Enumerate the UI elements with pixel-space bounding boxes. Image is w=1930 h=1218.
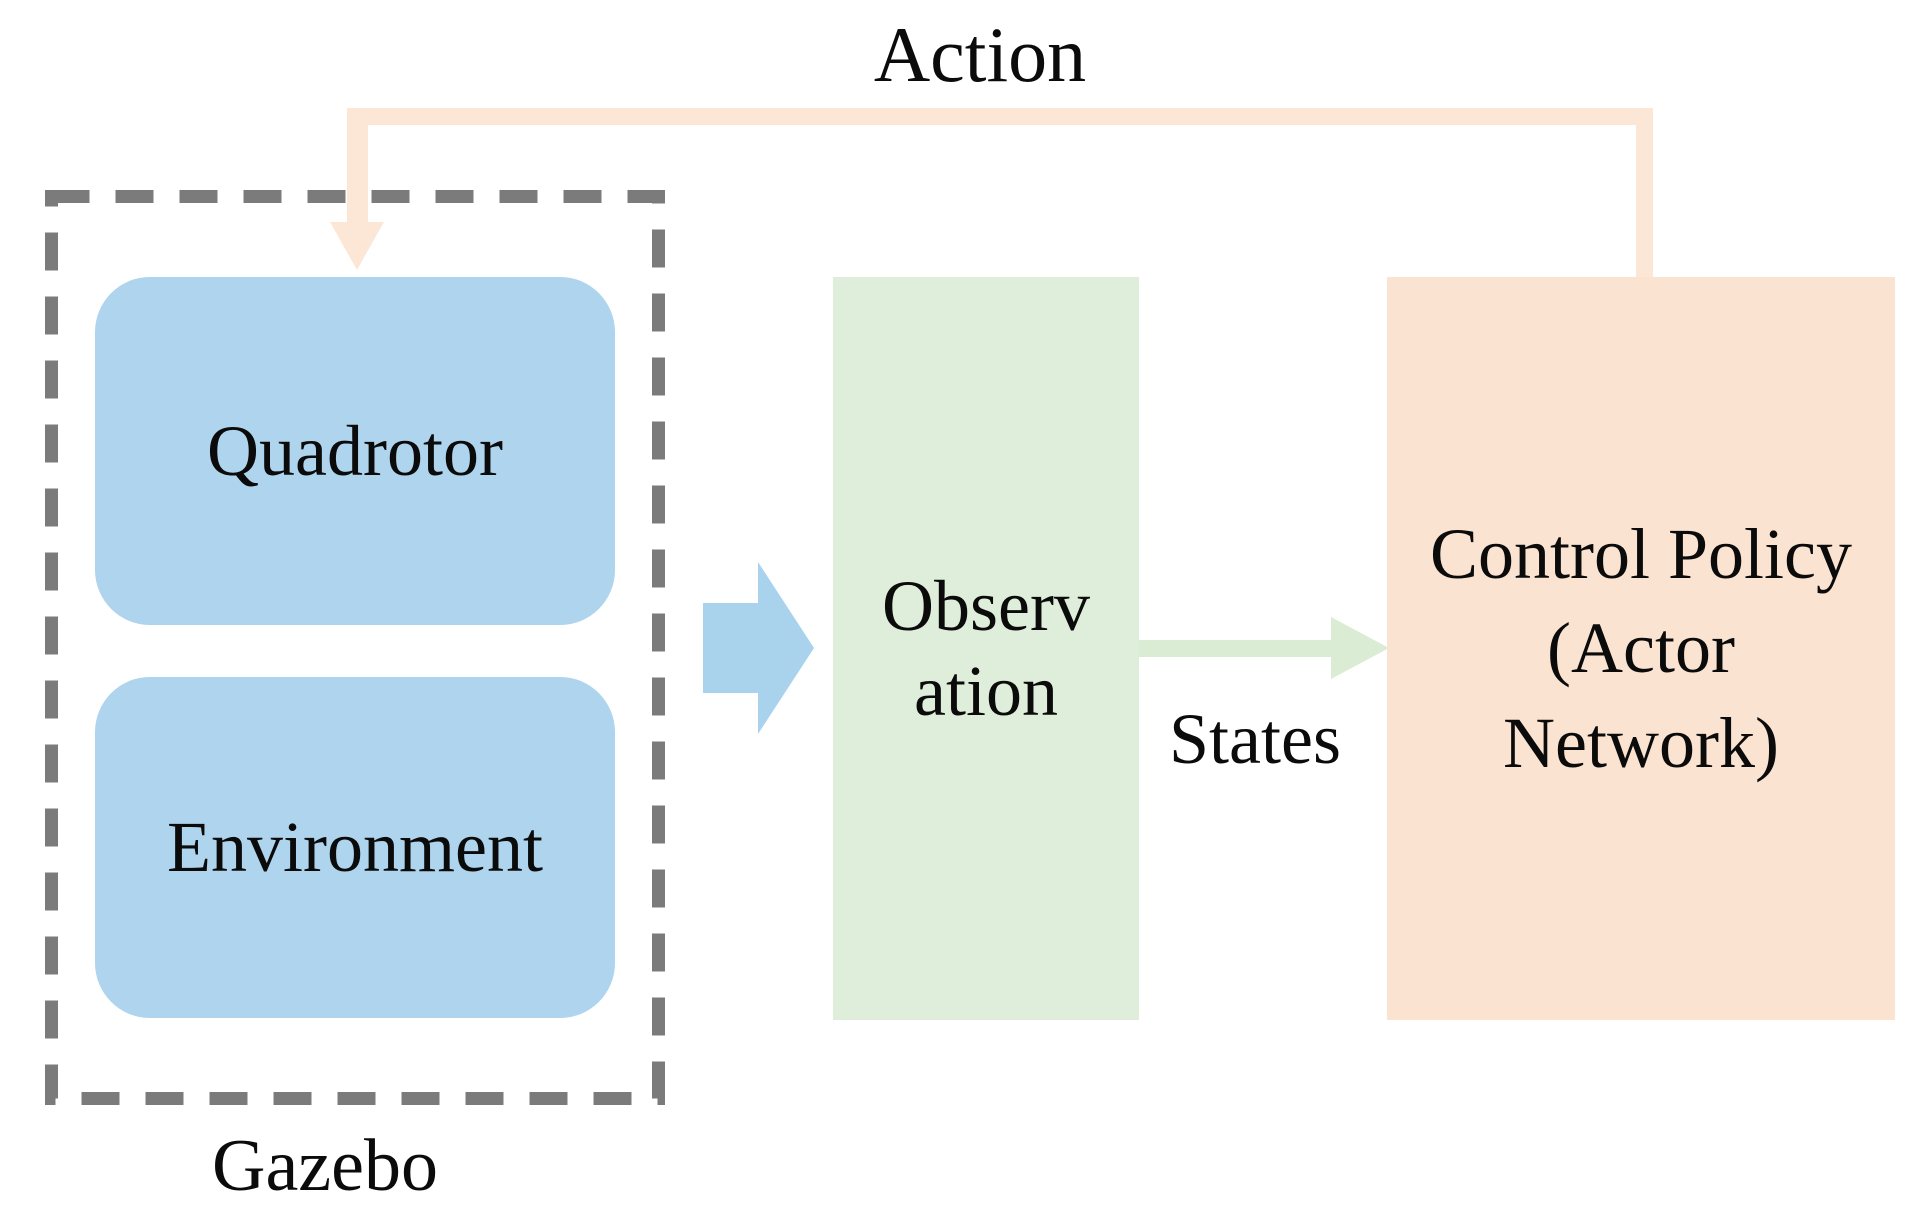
control-policy-node-label: Control Policy (Actor Network) (1430, 507, 1852, 790)
control-policy-label-line2: (Actor (1547, 608, 1735, 689)
action-feedback-line-horizontal (347, 108, 1653, 125)
states-edge-label: States (1169, 699, 1341, 779)
observation-node: Observ ation (833, 277, 1139, 1020)
action-feedback-line-left-vertical (347, 108, 368, 222)
environment-node-label: Environment (167, 807, 543, 888)
control-policy-label-line1: Control Policy (1429, 514, 1852, 595)
gazebo-to-observation-arrowhead-icon (758, 562, 814, 734)
gazebo-group-dashed-frame (45, 190, 665, 1105)
quadrotor-node: Quadrotor (95, 277, 615, 625)
control-policy-node: Control Policy (Actor Network) (1387, 277, 1895, 1020)
observation-node-label: Observ ation (882, 564, 1090, 734)
environment-node: Environment (95, 677, 615, 1018)
observation-label-line2: ation (914, 650, 1058, 731)
control-policy-label-line3: Network) (1503, 702, 1779, 783)
gazebo-group-label: Gazebo (212, 1125, 438, 1207)
observation-label-line1: Observ (882, 565, 1090, 646)
action-arrowhead-down-icon (330, 222, 384, 270)
action-edge-label: Action (873, 11, 1087, 98)
action-feedback-line-right-vertical (1636, 108, 1653, 277)
quadrotor-node-label: Quadrotor (207, 410, 503, 491)
states-arrowhead-icon (1331, 617, 1389, 679)
states-arrow-shaft (1139, 640, 1331, 657)
gazebo-to-observation-arrow-shaft (703, 603, 759, 693)
